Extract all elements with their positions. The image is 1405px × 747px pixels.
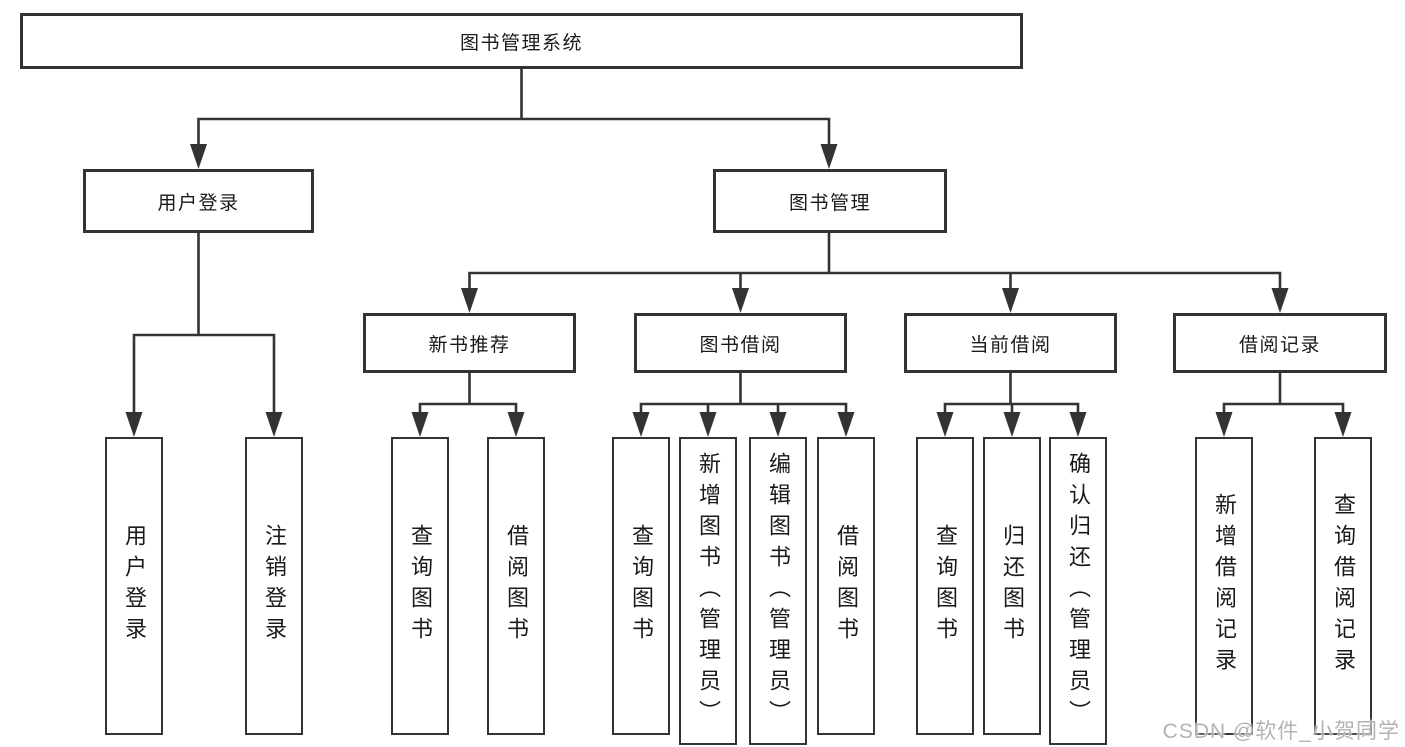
leaf-cb-return-books-label: 归还图书 — [1000, 524, 1025, 648]
leaf-br-query-borrow-record-label: 查询借阅记录 — [1331, 493, 1356, 679]
arrow-to-new-book-rec — [461, 288, 478, 313]
arrow-to-bb-borrow-books — [837, 412, 855, 437]
leaf-bb-borrow-books: 借阅图书 — [817, 437, 875, 735]
arrow-to-book-borrow — [732, 288, 749, 313]
connector-user-login-subtree — [132, 233, 276, 413]
arrow-to-current-borrow — [1002, 288, 1019, 313]
leaf-bb-edit-books-admin: 编辑图书（管理员） — [749, 437, 807, 745]
connector-borrow-records-subtree — [1222, 373, 1345, 413]
leaf-rec-query-books: 查询图书 — [391, 437, 449, 735]
node-current-borrowing: 当前借阅 — [904, 313, 1117, 373]
connector-book-borrow-subtree — [639, 373, 848, 413]
leaf-cb-confirm-return-admin-label: 确认归还（管理员） — [1066, 451, 1091, 731]
leaf-user-login: 用户登录 — [105, 437, 163, 735]
node-book-borrowing-label: 图书借阅 — [699, 334, 782, 356]
leaf-cb-confirm-return-admin: 确认归还（管理员） — [1049, 437, 1107, 745]
arrow-to-cb-query-books — [936, 412, 954, 437]
arrow-to-leaf-user-login — [125, 412, 143, 437]
node-borrowing-records: 借阅记录 — [1173, 313, 1387, 373]
leaf-br-add-borrow-record: 新增借阅记录 — [1195, 437, 1253, 735]
leaf-rec-query-books-label: 查询图书 — [408, 524, 433, 648]
arrow-to-cb-return-books — [1003, 412, 1021, 437]
csdn-watermark: CSDN @软件_小贺同学 — [1162, 720, 1400, 743]
node-new-book-recommendation-label: 新书推荐 — [428, 334, 511, 356]
arrow-to-bb-query-books — [632, 412, 650, 437]
arrow-to-rec-borrow-books — [507, 412, 525, 437]
leaf-cb-query-books: 查询图书 — [916, 437, 974, 735]
leaf-bb-query-books-label: 查询图书 — [629, 524, 654, 648]
connector-book-management-subtree — [468, 233, 1282, 289]
node-book-management-label: 图书管理 — [788, 192, 871, 214]
arrow-to-leaf-logout — [265, 412, 283, 437]
leaf-bb-edit-books-admin-label: 编辑图书（管理员） — [766, 451, 791, 731]
leaf-cb-return-books: 归还图书 — [983, 437, 1041, 735]
node-book-borrowing: 图书借阅 — [634, 313, 847, 373]
arrow-to-br-add-record — [1215, 412, 1233, 437]
arrow-to-br-query-record — [1334, 412, 1352, 437]
connector-root-to-level2 — [197, 69, 831, 146]
arrow-to-bb-edit-books — [769, 412, 787, 437]
arrow-to-bb-add-books — [699, 412, 717, 437]
leaf-logout-label: 注销登录 — [262, 524, 287, 648]
leaf-bb-query-books: 查询图书 — [612, 437, 670, 735]
node-root-library-system: 图书管理系统 — [20, 13, 1023, 69]
arrow-to-book-management — [820, 144, 838, 169]
leaf-bb-add-books-admin-label: 新增图书（管理员） — [696, 451, 721, 731]
leaf-cb-query-books-label: 查询图书 — [933, 524, 958, 648]
arrow-to-borrow-records — [1271, 288, 1289, 313]
node-user-login: 用户登录 — [83, 169, 314, 233]
node-book-management: 图书管理 — [713, 169, 947, 233]
node-current-borrowing-label: 当前借阅 — [969, 334, 1052, 356]
arrowheads — [125, 144, 1352, 437]
leaf-br-add-borrow-record-label: 新增借阅记录 — [1212, 493, 1237, 679]
node-borrowing-records-label: 借阅记录 — [1238, 334, 1321, 356]
connector-new-book-rec-subtree — [418, 373, 518, 413]
node-new-book-recommendation: 新书推荐 — [363, 313, 576, 373]
arrow-to-rec-query-books — [411, 412, 429, 437]
leaf-user-login-label: 用户登录 — [122, 524, 147, 648]
connector-stems — [132, 69, 1345, 413]
leaf-rec-borrow-books-label: 借阅图书 — [504, 524, 529, 648]
leaf-bb-borrow-books-label: 借阅图书 — [834, 524, 859, 648]
node-root-label: 图书管理系统 — [459, 32, 583, 54]
arrow-to-user-login — [190, 144, 207, 169]
leaf-br-query-borrow-record: 查询借阅记录 — [1314, 437, 1372, 735]
connector-current-borrow-subtree — [943, 373, 1080, 413]
arrow-to-cb-confirm-return — [1069, 412, 1087, 437]
leaf-logout: 注销登录 — [245, 437, 303, 735]
leaf-rec-borrow-books: 借阅图书 — [487, 437, 545, 735]
node-user-login-label: 用户登录 — [157, 192, 240, 214]
leaf-bb-add-books-admin: 新增图书（管理员） — [679, 437, 737, 745]
